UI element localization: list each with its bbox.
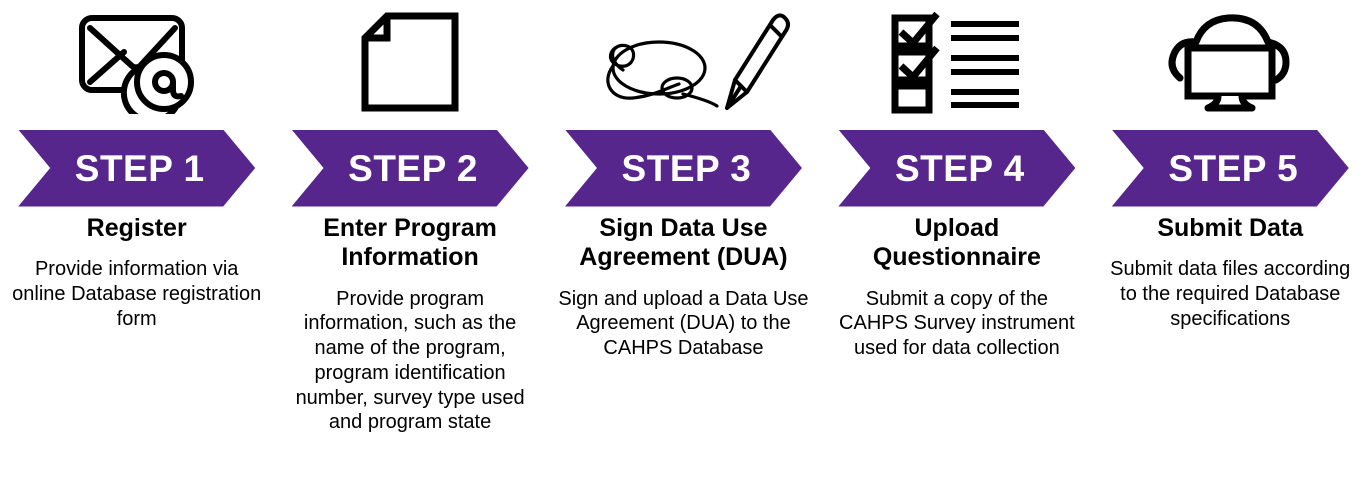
- step-column-5: STEP 5 Submit Data Submit data files acc…: [1094, 0, 1367, 494]
- step-1-banner-label: STEP 1: [74, 147, 205, 189]
- step-column-4: STEP 4 Upload Questionnaire Submit a cop…: [820, 0, 1093, 494]
- step-1-text-zone: Register Provide information via online …: [0, 208, 273, 332]
- step-5-title: Submit Data: [1157, 214, 1304, 242]
- step-2-description: Provide program information, such as the…: [295, 287, 525, 434]
- step-3-title: Sign Data Use Agreement (DUA): [579, 214, 788, 272]
- step-1-icon-zone: [0, 0, 273, 128]
- step-5-icon-zone: [1094, 0, 1367, 128]
- step-5-description: Submit data files according to the requi…: [1110, 258, 1351, 330]
- step-column-3: STEP 3 Sign Data Use Agreement (DUA) Sig…: [547, 0, 820, 494]
- step-1-title: Register: [86, 214, 187, 242]
- step-2-chevron: STEP 2: [291, 129, 529, 207]
- step-5-chevron: STEP 5: [1111, 129, 1349, 207]
- step-4-banner-zone: STEP 4: [820, 128, 1093, 208]
- step-3-icon-zone: [547, 0, 820, 128]
- step-3-banner-label: STEP 3: [621, 147, 752, 189]
- signature-pen-icon: [575, 6, 791, 118]
- step-5-text-zone: Submit Data Submit data files according …: [1094, 208, 1367, 332]
- step-3-chevron: STEP 3: [564, 129, 802, 207]
- step-1-chevron: STEP 1: [18, 129, 256, 207]
- step-3-banner-zone: STEP 3: [547, 128, 820, 208]
- step-2-banner-zone: STEP 2: [273, 128, 546, 208]
- step-4-chevron: STEP 4: [838, 129, 1076, 207]
- envelope-at-icon: [76, 10, 198, 114]
- step-4-icon-zone: [820, 0, 1093, 128]
- step-3-text-zone: Sign Data Use Agreement (DUA) Sign and u…: [547, 208, 820, 361]
- step-4-title: Upload Questionnaire: [872, 214, 1041, 272]
- document-page-icon: [351, 10, 469, 114]
- step-4-banner-label: STEP 4: [894, 147, 1025, 189]
- step-3-description: Sign and upload a Data Use Agreement (DU…: [558, 287, 809, 360]
- step-5-banner-label: STEP 5: [1168, 147, 1299, 189]
- step-2-title: Enter Program Information: [323, 214, 497, 272]
- step-1-banner-zone: STEP 1: [0, 128, 273, 208]
- step-column-2: STEP 2 Enter Program Information Provide…: [273, 0, 546, 494]
- step-2-banner-label: STEP 2: [348, 147, 478, 189]
- step-2-icon-zone: [273, 0, 546, 128]
- checklist-icon: [887, 10, 1027, 114]
- step-2-text-zone: Enter Program Information Provide progra…: [273, 208, 546, 435]
- step-4-description: Submit a copy of the CAHPS Survey instru…: [839, 287, 1075, 360]
- step-5-banner-zone: STEP 5: [1094, 128, 1367, 208]
- step-column-1: STEP 1 Register Provide information via …: [0, 0, 273, 494]
- cloud-monitor-icon: [1166, 10, 1294, 114]
- step-1-description: Provide information via online Database …: [12, 258, 262, 330]
- step-4-text-zone: Upload Questionnaire Submit a copy of th…: [820, 208, 1093, 361]
